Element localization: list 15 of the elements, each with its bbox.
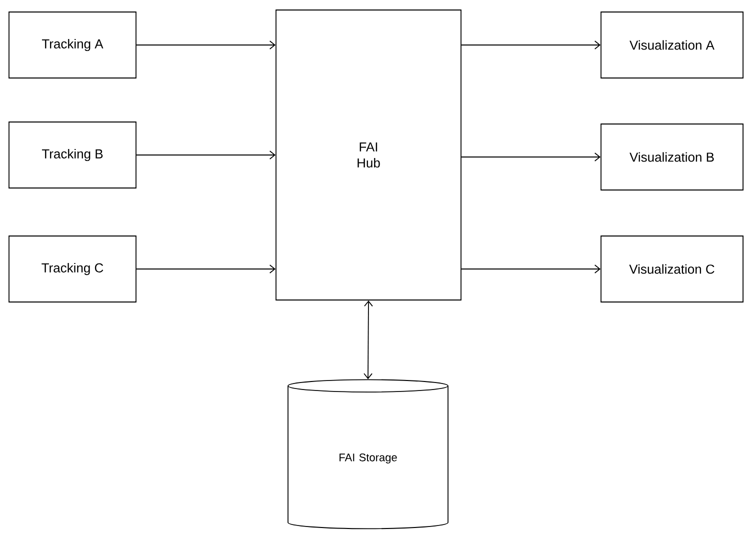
arrow <box>136 150 276 160</box>
process-box: Tracking A <box>8 12 136 78</box>
process-box: Tracking B <box>8 122 136 188</box>
arrow <box>136 264 276 274</box>
arrow <box>461 152 601 162</box>
output-box: Visualization B <box>600 124 744 190</box>
output-box: Visualization A <box>600 12 744 78</box>
arrow <box>461 264 601 274</box>
arrow <box>461 40 601 50</box>
process-box: Tracking C <box>8 236 136 302</box>
storage-cylinder: FAI Storage <box>288 379 448 530</box>
hub-box: FAI Hub <box>276 10 462 300</box>
output-box: Visualization C <box>600 236 744 302</box>
arrow <box>136 40 276 50</box>
arrow <box>364 300 373 380</box>
